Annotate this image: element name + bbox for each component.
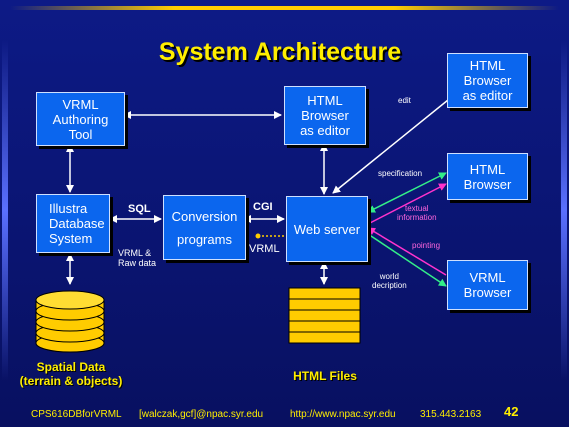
vrml-authoring-line-2: Authoring	[52, 111, 109, 127]
html-browser-editor-right-box: HTML Browser as editor	[447, 53, 528, 108]
html-editor-right-line-3: as editor	[462, 88, 513, 103]
html-editor-center-line-1: HTML	[307, 93, 343, 108]
arrow-pointing	[367, 227, 447, 276]
cgi-label: CGI	[253, 201, 273, 213]
edit-label: edit	[398, 96, 411, 105]
vrml-raw-line-2: Raw data	[118, 258, 157, 268]
textual-line-1: textual	[405, 204, 429, 213]
arrow-textual-information	[367, 183, 447, 225]
illustra-line-1: Illustra	[49, 201, 88, 216]
vrml-authoring-tool-box: VRML Authoring Tool	[36, 92, 125, 146]
illustra-line-2: Database	[49, 216, 105, 231]
web-server-box: Web server	[286, 196, 368, 262]
spatial-data-caption: Spatial Data (terrain & objects)	[12, 360, 130, 388]
vrml-browser-line-1: VRML	[469, 270, 506, 285]
footer-course: CPS616DBforVRML	[31, 409, 122, 420]
world-description-label: world decription	[372, 272, 407, 290]
html-editor-right-line-1: HTML	[469, 58, 506, 73]
html-browser-line-2: Browser	[463, 176, 512, 192]
slide-title: System Architecture	[158, 38, 402, 66]
vrml-raw-data-label: VRML & Raw data	[118, 248, 156, 268]
vrml-dot	[255, 233, 261, 239]
conversion-programs-box: Conversion programs	[163, 195, 246, 260]
textual-line-2: information	[397, 213, 437, 222]
html-browser-box: HTML Browser	[447, 153, 528, 200]
html-files-caption: HTML Files	[293, 369, 357, 383]
html-editor-center-line-3: as editor	[300, 123, 350, 138]
page-number: 42	[504, 404, 519, 419]
vrml-raw-line-1: VRML &	[118, 248, 152, 258]
vrml-label: VRML	[249, 243, 280, 255]
textual-information-label: textual information	[397, 204, 437, 222]
conversion-line-1: Conversion	[171, 208, 238, 224]
world-line-1: world	[379, 272, 399, 281]
arrow-world-description	[367, 233, 447, 287]
world-line-2: decription	[372, 281, 407, 290]
web-server-label: Web server	[293, 221, 361, 237]
html-editor-right-line-2: Browser	[463, 73, 512, 88]
html-browser-editor-center-box: HTML Browser as editor	[284, 86, 366, 145]
footer-url: http://www.npac.syr.edu	[290, 409, 396, 420]
html-editor-center-line-2: Browser	[301, 108, 349, 123]
vrml-browser-line-2: Browser	[463, 285, 512, 300]
left-accent-bar	[2, 40, 8, 380]
right-accent-bar	[561, 40, 567, 380]
spatial-data-line-2: (terrain & objects)	[19, 374, 123, 388]
top-accent-bar	[10, 6, 559, 10]
illustra-database-box: Illustra Database System	[36, 194, 110, 253]
spatial-data-line-1: Spatial Data	[36, 360, 106, 374]
html-files-stack	[288, 287, 361, 344]
conversion-line-2: programs	[177, 231, 232, 247]
footer-phone: 315.443.2163	[420, 409, 482, 420]
vrml-authoring-line-1: VRML	[62, 96, 99, 112]
vrml-authoring-line-3: Tool	[68, 126, 93, 142]
vrml-browser-box: VRML Browser	[447, 260, 528, 310]
specification-label: specification	[378, 169, 423, 178]
arrow-editor-edit	[332, 99, 449, 194]
spatial-data-cylinder	[35, 290, 105, 353]
html-browser-line-1: HTML	[469, 161, 506, 177]
pointing-label: pointing	[412, 241, 441, 250]
sql-label: SQL	[128, 203, 151, 215]
arrow-specification	[367, 172, 447, 213]
footer-emails: [walczak,gcf]@npac.syr.edu	[139, 409, 264, 420]
illustra-line-3: System	[49, 231, 93, 246]
